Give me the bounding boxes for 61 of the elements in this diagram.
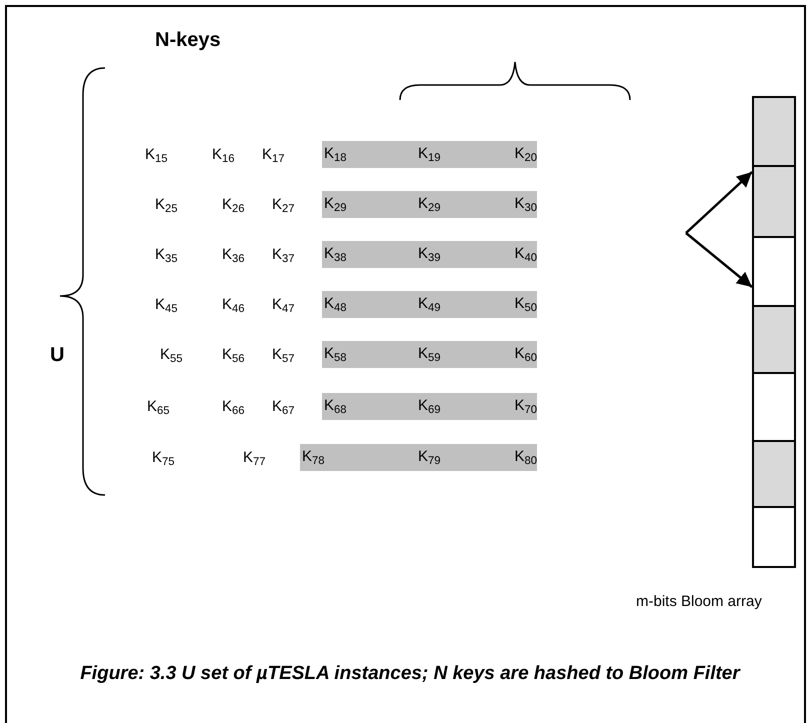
key-label: K$_{20}$: [514, 144, 537, 164]
key-label: K$_{68}$: [324, 396, 347, 416]
key-label: K$_{36}$: [222, 245, 245, 265]
key-label: K$_{47}$: [272, 295, 295, 315]
key-label: K$_{29}$: [324, 194, 347, 214]
key-label: K$_{56}$: [222, 345, 245, 365]
shaded-band: [322, 291, 537, 318]
key-label: K$_{57}$: [272, 345, 295, 365]
key-label: K$_{26}$: [222, 195, 245, 215]
shaded-band: [322, 241, 537, 268]
shaded-band: [322, 341, 537, 368]
key-label: K$_{38}$: [324, 244, 347, 264]
shaded-band: [322, 141, 537, 168]
key-label: K$_{79}$: [418, 447, 441, 467]
key-label: K$_{78}$: [302, 447, 325, 467]
key-label: K$_{67}$: [272, 397, 295, 417]
shaded-band: [300, 444, 537, 471]
key-label: K$_{77}$: [243, 448, 266, 468]
key-label: K$_{18}$: [324, 144, 347, 164]
heading-label: N-keys: [155, 28, 221, 52]
bit-cell: [752, 236, 796, 307]
key-label: K$_{48}$: [324, 294, 347, 314]
key-label: K$_{80}$: [514, 447, 537, 467]
bit-cell: [752, 506, 796, 568]
arrow: [685, 232, 753, 288]
key-label: K$_{27}$: [272, 195, 295, 215]
key-label: K$_{19}$: [418, 144, 441, 164]
key-label: K$_{39}$: [418, 244, 441, 264]
shaded-band: [322, 393, 537, 420]
key-label: K$_{25}$: [155, 195, 178, 215]
key-label: K$_{35}$: [155, 245, 178, 265]
figure-caption: Figure: 3.3 U set of µTESLA instances; N keys are hashed to Bloom Filter: [79, 662, 742, 686]
bit-cell: [752, 165, 796, 238]
bit-cell: [752, 372, 796, 442]
shaded-band: [322, 191, 537, 218]
bit-cell: [752, 305, 796, 374]
bit-cell: [752, 440, 796, 508]
key-label: K$_{37}$: [272, 245, 295, 265]
key-label: K$_{46}$: [222, 295, 245, 315]
key-label: K$_{66}$: [222, 397, 245, 417]
key-label: K$_{49}$: [418, 294, 441, 314]
array-label: m-bits Bloom array: [636, 592, 762, 612]
key-label: K$_{17}$: [262, 145, 285, 165]
key-label: K$_{70}$: [514, 396, 537, 416]
key-label: K$_{30}$: [514, 194, 537, 214]
key-label: K$_{15}$: [145, 145, 168, 165]
key-label: K$_{58}$: [324, 344, 347, 364]
key-label: K$_{60}$: [514, 344, 537, 364]
key-label: K$_{40}$: [514, 244, 537, 264]
arrow: [685, 171, 753, 234]
bit-cell: [752, 96, 796, 167]
key-label: K$_{75}$: [152, 448, 175, 468]
key-label: K$_{55}$: [160, 345, 183, 365]
key-label: K$_{45}$: [155, 295, 178, 315]
key-label: K$_{50}$: [514, 294, 537, 314]
key-label: K$_{65}$: [147, 397, 170, 417]
key-label: K$_{69}$: [418, 396, 441, 416]
key-label: K$_{16}$: [212, 145, 235, 165]
heading-label: U: [50, 343, 64, 367]
key-label: K$_{59}$: [418, 344, 441, 364]
key-label: K$_{29}$: [418, 194, 441, 214]
